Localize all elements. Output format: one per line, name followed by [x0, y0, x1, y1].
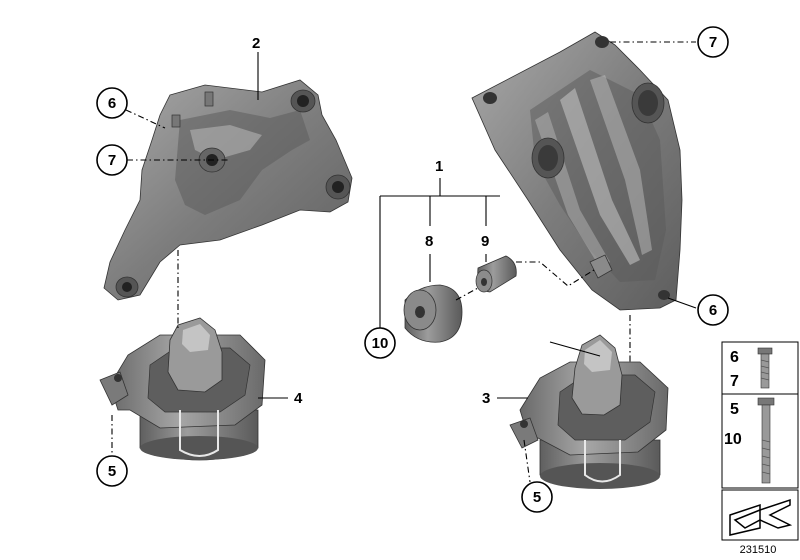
short-bolt-icon — [757, 347, 773, 389]
callout-6-right: 6 — [709, 302, 717, 319]
callout-5-left: 5 — [108, 463, 116, 480]
long-bolt-icon — [757, 397, 775, 484]
callout-5-right: 5 — [533, 489, 541, 506]
front-direction-arrow-icon — [729, 498, 793, 536]
callout-9: 9 — [481, 233, 489, 250]
callouts: 2 6 7 4 5 1 8 9 10 7 6 3 5 — [96, 26, 729, 513]
legend-num-5: 5 — [730, 401, 739, 418]
callout-8: 8 — [425, 233, 433, 250]
legend-num-7: 7 — [730, 373, 739, 390]
bushing-part — [475, 255, 517, 293]
diagram-number: 231510 — [740, 544, 777, 556]
callout-6-left: 6 — [108, 95, 116, 112]
leader-lines — [111, 41, 697, 483]
legend-num-10: 10 — [724, 431, 742, 448]
damper-part — [403, 284, 463, 343]
left-engine-mount — [99, 317, 266, 461]
callout-1: 1 — [435, 158, 443, 175]
left-engine-bracket — [103, 79, 353, 301]
callout-3: 3 — [482, 390, 490, 407]
right-engine-mount — [509, 334, 669, 489]
hardware-legend: 6 7 5 10 — [721, 341, 799, 541]
callout-4: 4 — [294, 390, 303, 407]
callout-7-left: 7 — [108, 152, 116, 169]
callout-2: 2 — [252, 35, 260, 52]
right-engine-bracket — [471, 31, 683, 311]
callout-10: 10 — [372, 335, 389, 352]
legend-num-6: 6 — [730, 349, 739, 366]
callout-7-right: 7 — [709, 34, 717, 51]
